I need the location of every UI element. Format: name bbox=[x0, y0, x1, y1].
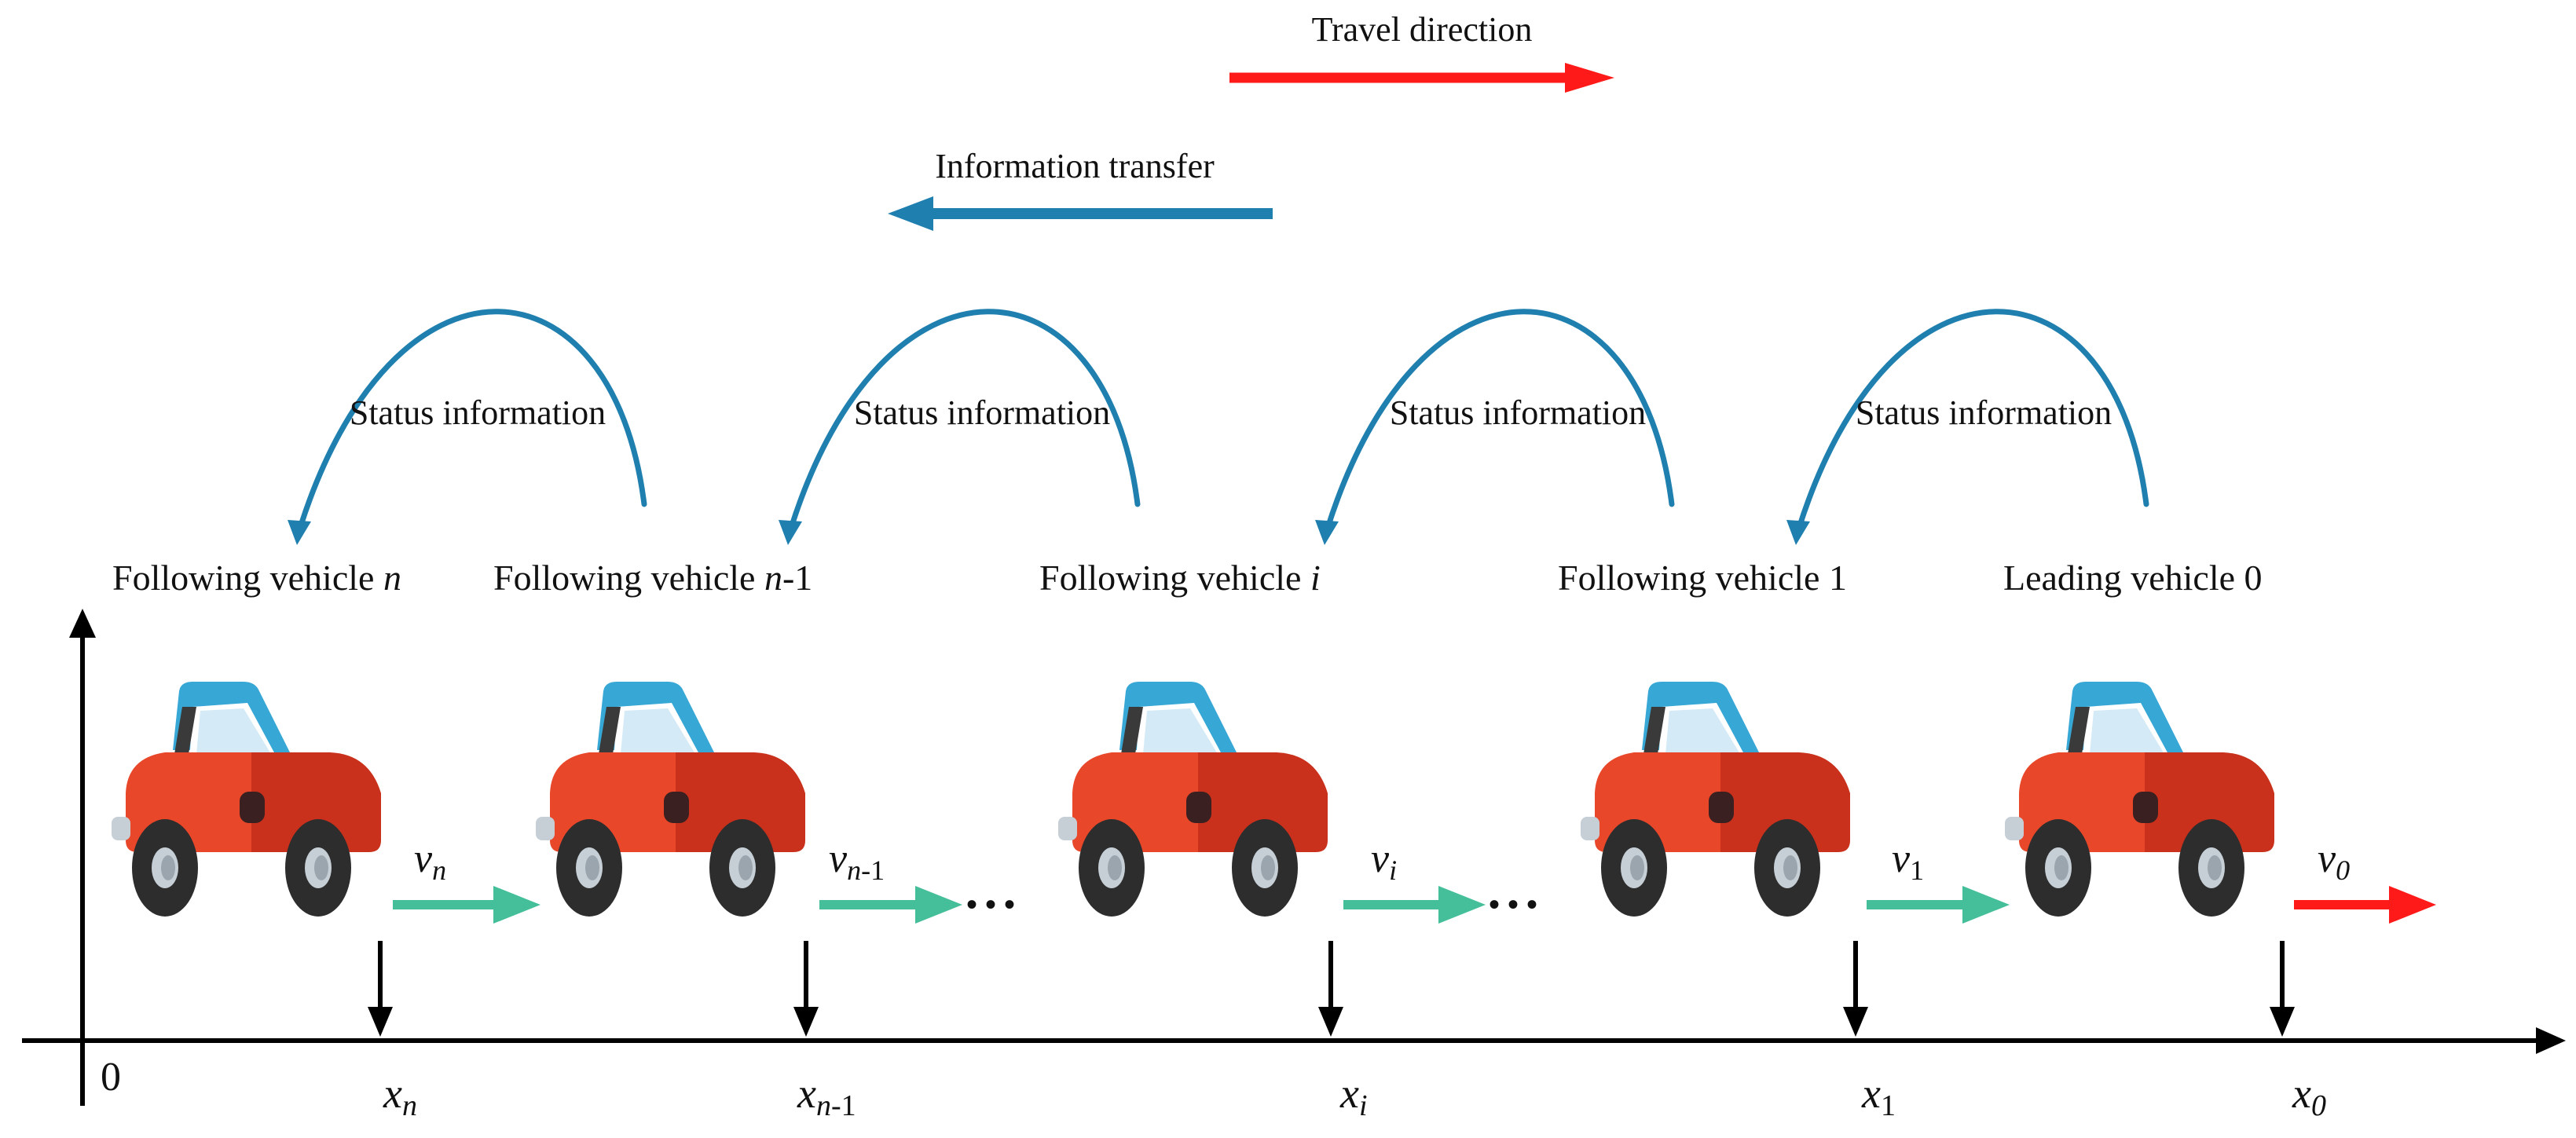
status-arc-n: Status information bbox=[288, 309, 647, 545]
position-marker-n bbox=[368, 941, 393, 1037]
vehicle-label-n-1: Following vehicle n-1 bbox=[493, 558, 812, 598]
position-label-i: xi bbox=[1339, 1070, 1368, 1122]
horizontal-axis bbox=[22, 1027, 2566, 1054]
velocity-arrows bbox=[393, 886, 2436, 924]
ellipsis-right: • • • bbox=[1489, 887, 1537, 922]
position-marker-i bbox=[1318, 941, 1343, 1037]
velocity-labels: vn vn-1 vi v1 v0 bbox=[414, 836, 2350, 886]
status-information-label: Status information bbox=[1856, 393, 2112, 432]
information-transfer-label: Information transfer bbox=[935, 147, 1215, 185]
position-label-n-1: xn-1 bbox=[797, 1070, 856, 1122]
velocity-label-0: v0 bbox=[2318, 836, 2350, 886]
position-labels: xn xn-1 xi x1 x0 bbox=[383, 1070, 2326, 1122]
car-vehicle-n-1 bbox=[536, 682, 805, 917]
travel-direction-label: Travel direction bbox=[1312, 10, 1533, 49]
vehicle-label-i: Following vehicle i bbox=[1039, 558, 1321, 598]
vertical-axis bbox=[69, 609, 96, 1106]
velocity-label-n: vn bbox=[414, 836, 446, 886]
position-marker-0 bbox=[2270, 941, 2295, 1037]
position-label-n: xn bbox=[383, 1070, 417, 1122]
velocity-arrow-0 bbox=[2294, 886, 2436, 924]
car-vehicle-i bbox=[1058, 682, 1328, 917]
velocity-arrow-i bbox=[1343, 886, 1486, 924]
position-label-1: x1 bbox=[1861, 1070, 1896, 1122]
car-vehicle-leading-0 bbox=[2005, 682, 2274, 917]
position-marker-1 bbox=[1843, 941, 1868, 1037]
velocity-label-i: vi bbox=[1371, 836, 1397, 886]
car-vehicle-n bbox=[112, 682, 381, 917]
velocity-arrow-n bbox=[393, 886, 540, 924]
vehicle-label-1: Following vehicle 1 bbox=[1558, 558, 1847, 598]
velocity-arrow-1 bbox=[1867, 886, 2010, 924]
position-label-0: x0 bbox=[2292, 1070, 2326, 1122]
status-information-arcs: Status information Status information Stat… bbox=[288, 309, 2149, 545]
vehicle-label-leading-0: Leading vehicle 0 bbox=[2003, 558, 2263, 598]
vehicle-label-n: Following vehicle n bbox=[112, 558, 401, 598]
car-vehicle-1 bbox=[1581, 682, 1850, 917]
status-information-label: Status information bbox=[854, 393, 1110, 432]
velocity-label-n-1: vn-1 bbox=[829, 836, 885, 886]
velocity-arrow-n-1 bbox=[819, 886, 962, 924]
travel-direction-arrow bbox=[1229, 63, 1614, 93]
information-transfer-arrow bbox=[888, 196, 1273, 231]
origin-label: 0 bbox=[101, 1055, 121, 1100]
ellipsis-left: • • • bbox=[966, 887, 1015, 922]
position-marker-n-1 bbox=[793, 941, 819, 1037]
status-information-label: Status information bbox=[1390, 393, 1646, 432]
position-markers bbox=[368, 941, 2295, 1037]
status-information-label: Status information bbox=[350, 393, 606, 432]
velocity-label-1: v1 bbox=[1892, 836, 1924, 886]
status-arc-1: Status information bbox=[1786, 309, 2149, 545]
status-arc-i: Status information bbox=[1315, 309, 1675, 545]
vehicles bbox=[112, 682, 2274, 917]
vehicle-labels: Following vehicle n Following vehicle n-… bbox=[112, 558, 2263, 598]
status-arc-n-1: Status information bbox=[779, 309, 1141, 545]
